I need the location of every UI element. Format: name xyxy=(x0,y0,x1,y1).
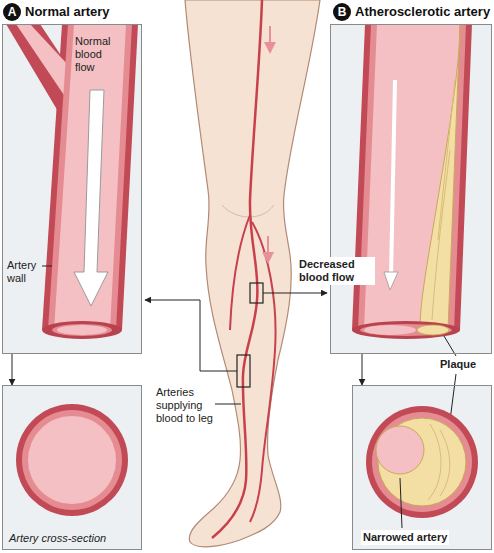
panel-ground xyxy=(352,385,492,550)
leg-label: Arteries supplying blood to leg xyxy=(156,386,232,426)
flow-label: Decreased blood flow xyxy=(297,257,375,285)
atherosclerotic-artery xyxy=(352,24,472,436)
part-label: Plaque xyxy=(440,358,476,371)
connector-arrow xyxy=(362,354,363,385)
panel-ground xyxy=(2,24,142,354)
panel-letter: A xyxy=(3,3,21,21)
connector-arrow xyxy=(12,354,13,385)
flow-label: Normal blood flow xyxy=(75,35,123,75)
cross-section-panel: Artery cross-section xyxy=(2,385,142,550)
panel-caption: Artery cross-section xyxy=(9,532,106,545)
panel-ground xyxy=(330,24,492,354)
panel-caption: Narrowed artery xyxy=(361,530,449,545)
panel-title: Atherosclerotic artery xyxy=(355,3,490,21)
artery-panel: BAtherosclerotic arteryDecreased blood f… xyxy=(330,24,492,354)
normal-cross-section xyxy=(16,404,128,516)
panel-letter: B xyxy=(333,3,351,21)
narrowed-cross-section xyxy=(366,406,478,528)
cross-section-panel: Narrowed artery xyxy=(352,385,492,550)
panel-title: Normal artery xyxy=(25,3,110,21)
part-label: Artery wall xyxy=(7,259,47,285)
artery-panel: ANormal arteryNormal blood flowArtery wa… xyxy=(2,24,142,354)
panel-ground xyxy=(2,385,142,550)
normal-artery xyxy=(6,24,138,339)
